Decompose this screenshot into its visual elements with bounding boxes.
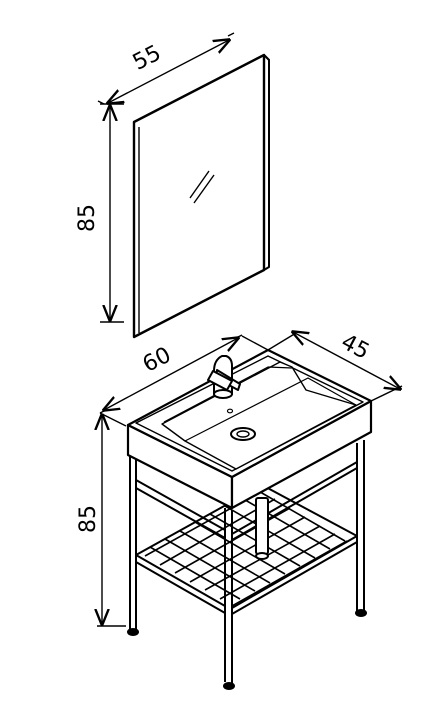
vanity-width-label: 60 <box>139 343 175 378</box>
basin-bowl <box>161 361 357 470</box>
overflow-hole <box>226 408 234 414</box>
mirror-height-dimension <box>100 103 124 323</box>
mirror-height-label: 85 <box>75 204 100 232</box>
vanity-depth-dimension <box>267 332 402 402</box>
leg-foot <box>355 609 367 617</box>
vanity-height-dimension <box>97 412 127 627</box>
basin <box>126 348 373 510</box>
mirror <box>132 53 270 339</box>
leg-foot <box>223 682 235 690</box>
mirror-width-label: 55 <box>129 41 165 76</box>
mirror-glint <box>189 170 210 199</box>
drain-inner <box>236 430 250 438</box>
shelf-grid <box>144 488 348 607</box>
leg-foot <box>127 628 139 636</box>
mirror-glint <box>193 174 215 204</box>
vanity-width-dimension <box>99 334 269 414</box>
vanity-height-label: 85 <box>76 505 101 533</box>
vanity-depth-label: 45 <box>337 330 373 365</box>
drain-pipe <box>255 497 269 560</box>
